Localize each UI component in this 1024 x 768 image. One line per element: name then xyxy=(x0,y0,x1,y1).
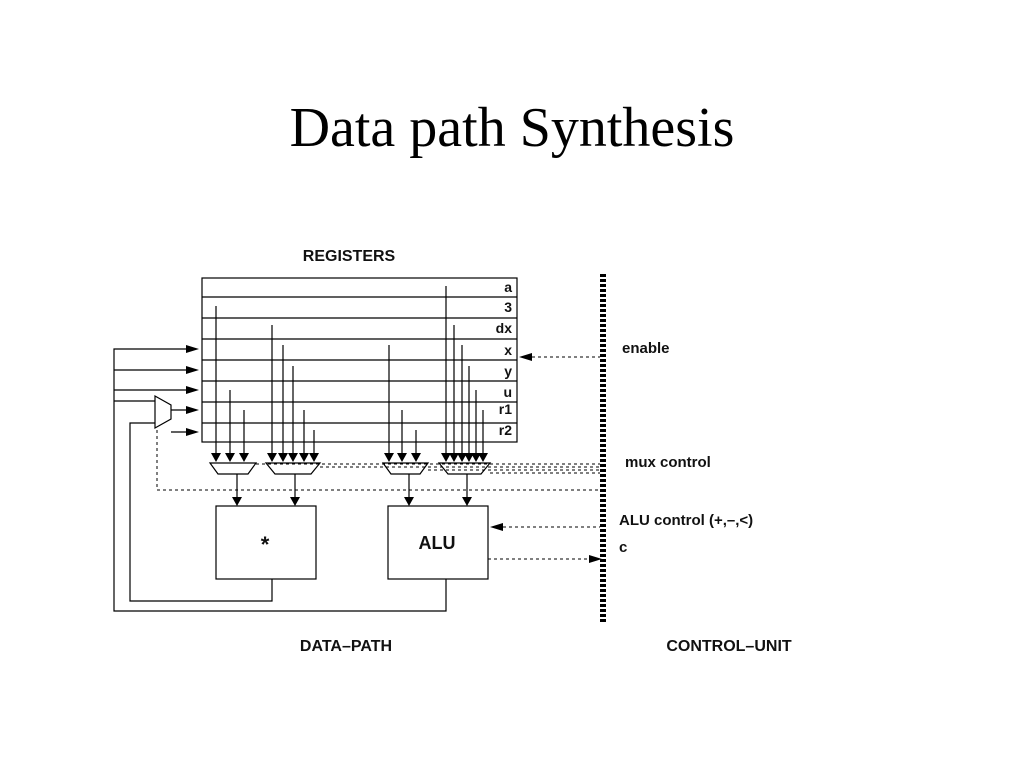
control-signal-lines xyxy=(157,356,600,560)
register-label: u xyxy=(503,384,512,400)
mux-input-arrows xyxy=(211,453,488,462)
alu-control-label: ALU control (+,–,<) xyxy=(619,512,753,529)
mux-control-label: mux control xyxy=(625,454,711,471)
alu-label: ALU xyxy=(419,533,456,553)
input-multiplexers xyxy=(208,462,492,475)
register-read-lines xyxy=(215,286,484,453)
mux-mult-a xyxy=(208,462,258,475)
register-label: r2 xyxy=(499,422,512,438)
register-label: 3 xyxy=(504,299,512,315)
writeback-mux xyxy=(154,394,172,430)
mux-alu-a xyxy=(381,462,430,475)
register-file xyxy=(201,277,518,443)
register-label: dx xyxy=(496,320,513,336)
multiplier-label: * xyxy=(261,532,270,557)
writeback-paths xyxy=(113,348,447,612)
multiplier-unit xyxy=(215,505,317,580)
condition-arrow xyxy=(589,555,602,563)
register-label: y xyxy=(504,363,512,379)
datapath-label: DATA–PATH xyxy=(300,638,392,655)
slide-title: Data path Synthesis xyxy=(289,97,735,159)
enable-label: enable xyxy=(622,340,670,357)
alu-unit xyxy=(387,505,489,580)
register-label: r1 xyxy=(499,401,512,417)
mux-alu-b xyxy=(437,462,492,475)
condition-label: c xyxy=(619,539,627,556)
alu-control-arrow xyxy=(490,523,503,531)
register-label: x xyxy=(504,342,512,358)
registers-heading: REGISTERS xyxy=(303,248,396,265)
register-label: a xyxy=(504,279,512,295)
mux-mult-b xyxy=(264,462,322,475)
control-unit-label: CONTROL–UNIT xyxy=(666,638,792,655)
enable-arrow xyxy=(519,353,532,361)
